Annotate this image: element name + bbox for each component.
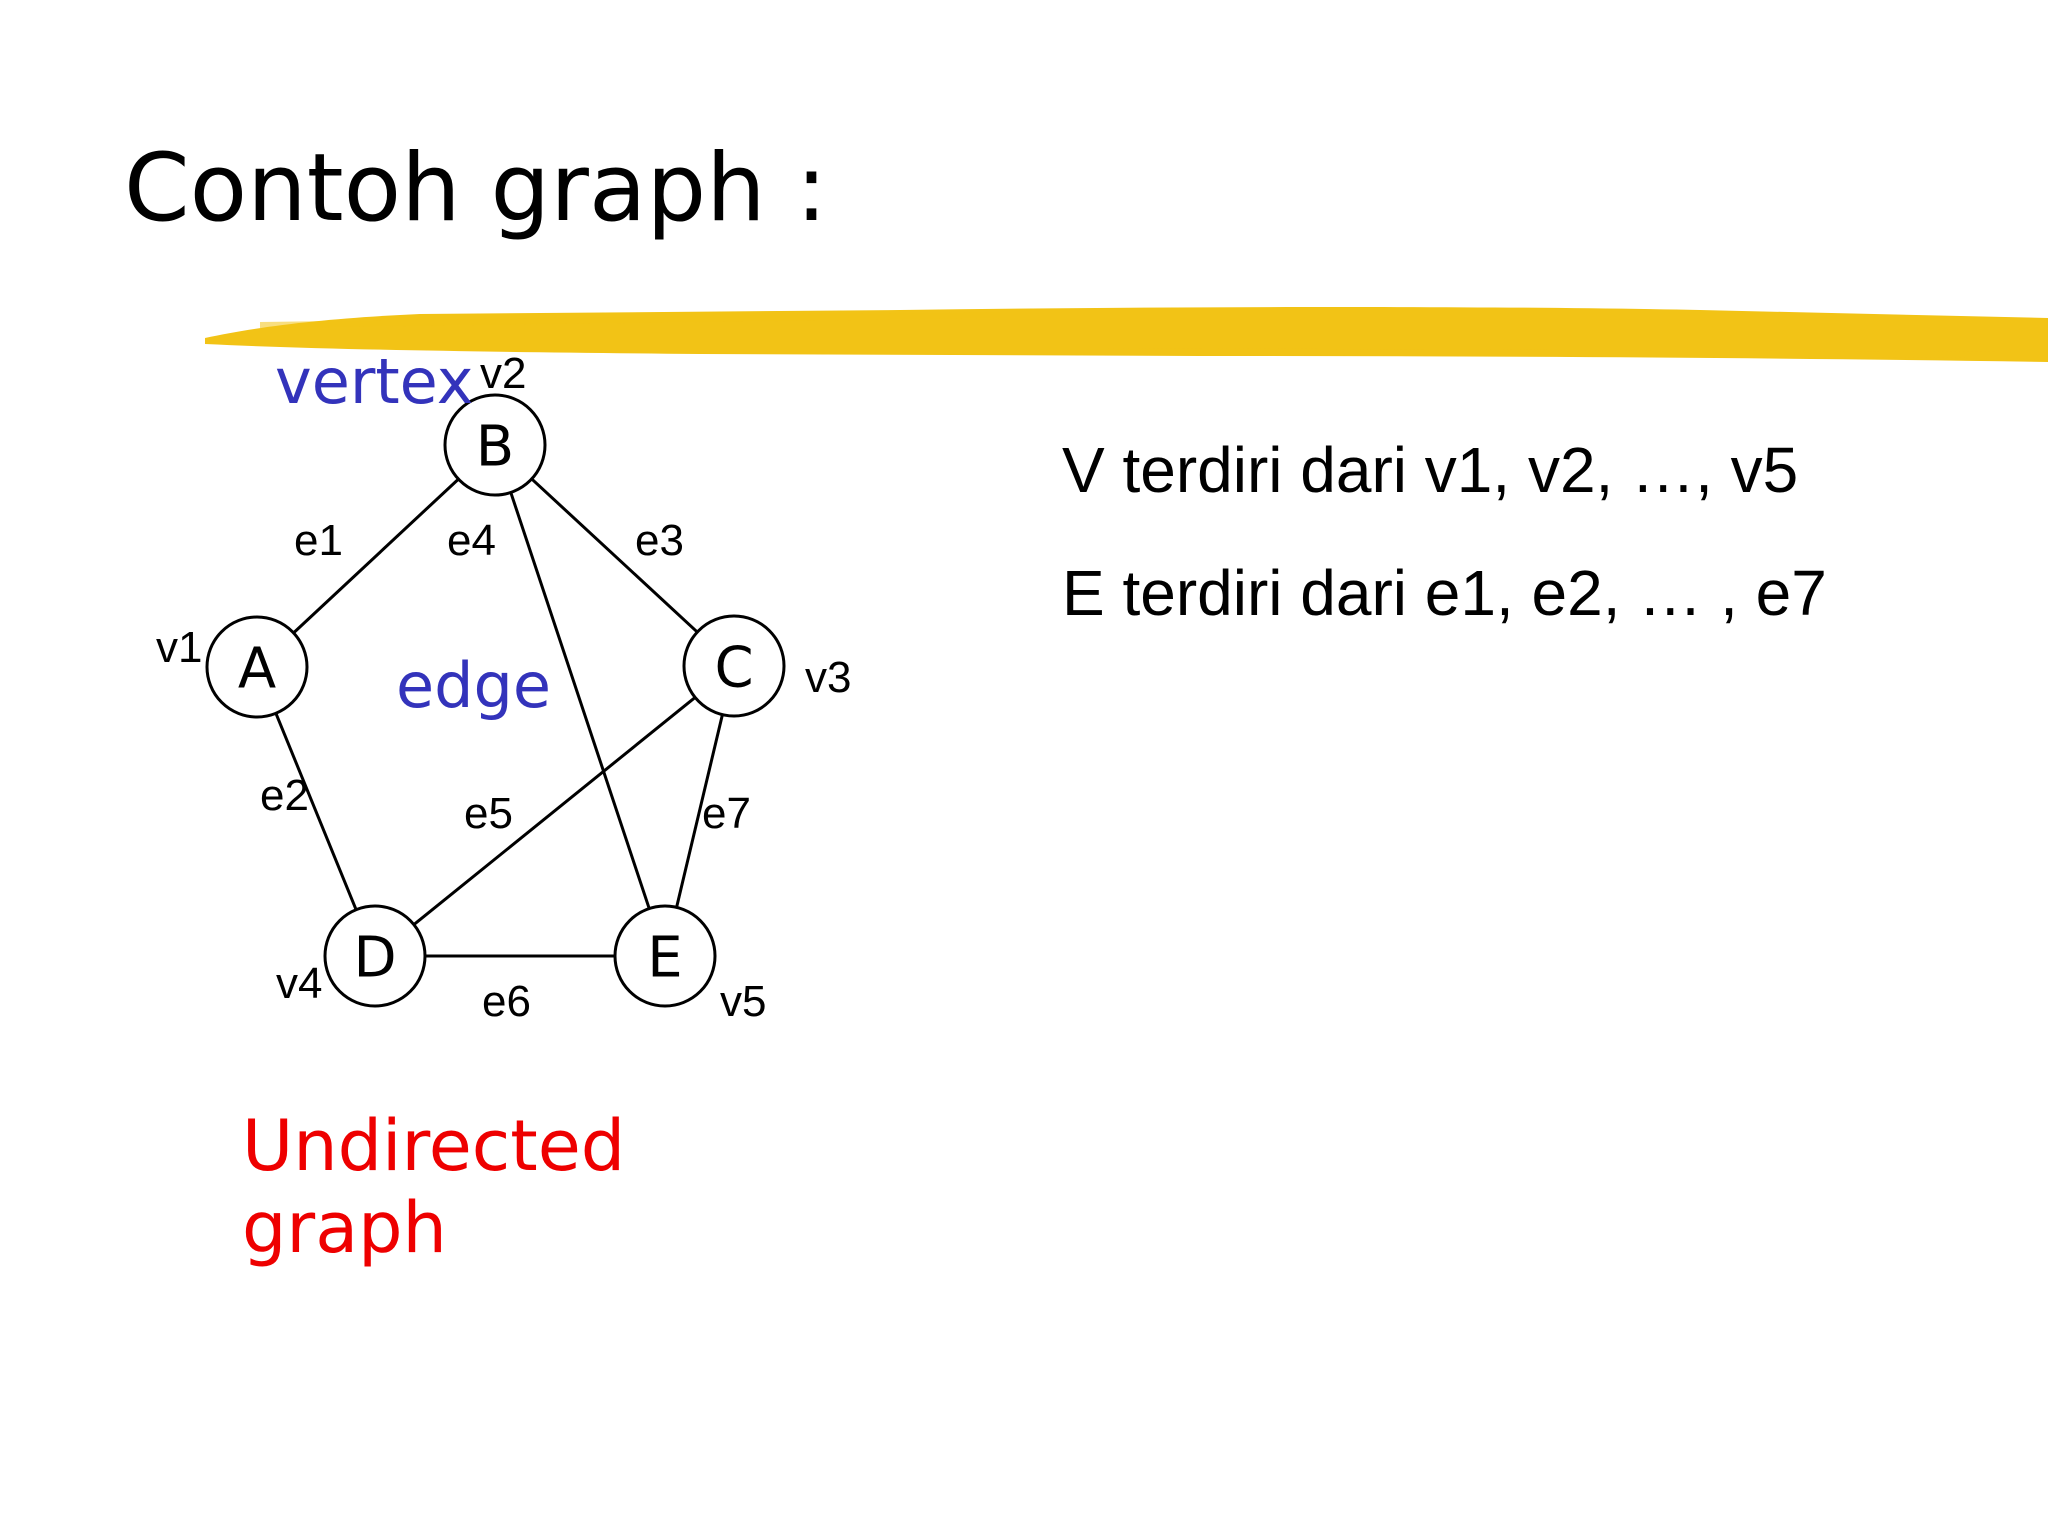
- graph-type-caption-line1: Undirected: [242, 1105, 625, 1187]
- vertex-label-v5: v5: [720, 977, 766, 1026]
- edge-line-e2: [274, 712, 358, 911]
- graph-type-caption-line2: graph: [242, 1187, 447, 1269]
- edge-annotation: edge: [396, 649, 551, 722]
- edge-label-e4: e4: [447, 516, 496, 565]
- vertex-a: A: [205, 615, 309, 719]
- vertex-circle: [443, 393, 547, 497]
- edge-set-description: E terdiri dari e1, e2, … , e7: [1062, 557, 1827, 629]
- edge-line-e3: [530, 477, 699, 634]
- vertex-set-description: V terdiri dari v1, v2, …, v5: [1062, 434, 1798, 506]
- page-title: Contoh graph :: [124, 134, 827, 243]
- edge-label-e3: e3: [635, 516, 684, 565]
- vertex-circle: [682, 614, 786, 718]
- vertex-letter: B: [476, 415, 514, 480]
- edge-line-e7: [675, 714, 724, 908]
- edges-layer: [274, 477, 724, 958]
- vertex-label-v2: v2: [480, 349, 526, 398]
- vertex-label-v4: v4: [276, 959, 322, 1008]
- vertex-label-v1: v1: [156, 623, 202, 672]
- vertex-letter: C: [714, 636, 753, 701]
- vertex-letter: E: [647, 926, 682, 991]
- edge-label-e7: e7: [702, 789, 751, 838]
- edge-label-e1: e1: [294, 516, 343, 565]
- vertex-letter: D: [353, 926, 396, 991]
- edge-line-e4: [509, 491, 651, 910]
- edge-label-e5: e5: [464, 789, 513, 838]
- vertex-circle: [323, 904, 427, 1008]
- vertex-label-v3: v3: [805, 653, 851, 702]
- vertex-circle: [613, 904, 717, 1008]
- edge-line-e1: [292, 478, 460, 634]
- vertex-annotation: vertex: [275, 345, 473, 418]
- edge-label-e2: e2: [260, 771, 309, 820]
- vertex-e: E: [613, 904, 717, 1008]
- highlight-bar-streak: [1100, 348, 2000, 358]
- vertex-c: C: [682, 614, 786, 718]
- edge-line-e5: [412, 696, 697, 926]
- edge-label-e6: e6: [482, 977, 531, 1026]
- vertex-letter: A: [238, 637, 276, 702]
- highlight-bar: [205, 307, 2048, 362]
- vertex-b: B: [443, 393, 547, 497]
- vertex-d: D: [323, 904, 427, 1008]
- vertex-circle: [205, 615, 309, 719]
- highlight-bar-streak: [260, 312, 1000, 328]
